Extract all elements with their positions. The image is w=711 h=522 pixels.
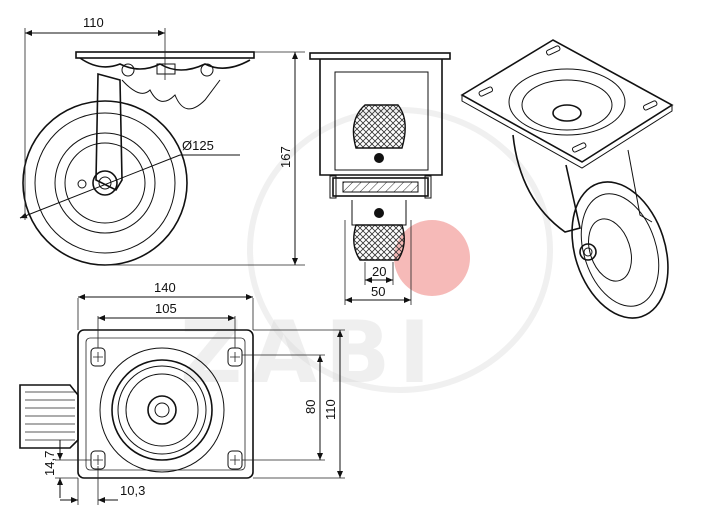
isometric-view	[460, 39, 674, 319]
front-tyre-bottom	[353, 224, 405, 261]
plate-view: 140 105 80 110 14,7 10,3	[19, 280, 345, 505]
dim-plate-width: 140	[154, 280, 176, 295]
side-view: Ø125 110 167	[19, 15, 305, 266]
front-top-plate	[309, 52, 451, 60]
dim-tyre-width: 20	[372, 264, 386, 279]
front-axle	[332, 177, 429, 197]
dim-hole-spacing-y: 80	[303, 400, 318, 414]
front-fork-outer	[319, 59, 443, 176]
dim-slot-offset-y: 14,7	[42, 451, 57, 476]
dim-wheel-width: 50	[371, 284, 385, 299]
side-fork-leg	[95, 72, 123, 192]
iso-wheel	[571, 181, 669, 319]
dim-slot-offset-x: 10,3	[120, 483, 145, 498]
front-view: 20 50	[309, 52, 451, 305]
plate-view-wheel-stub	[19, 384, 79, 449]
dim-height: 167	[278, 146, 293, 168]
side-wheel-outer	[22, 100, 188, 266]
side-axle-nut	[92, 170, 118, 196]
front-tyre-top	[352, 104, 406, 149]
dim-plate-height: 110	[323, 399, 338, 420]
side-fork-section	[121, 79, 221, 110]
iso-fork	[512, 134, 581, 233]
plate-center-race	[111, 359, 213, 461]
dim-hole-spacing-x: 105	[155, 301, 177, 316]
watermark-accent-circle	[394, 220, 470, 296]
dim-top-width: 110	[83, 15, 104, 30]
dim-wheel-diameter: Ø125	[182, 138, 214, 153]
